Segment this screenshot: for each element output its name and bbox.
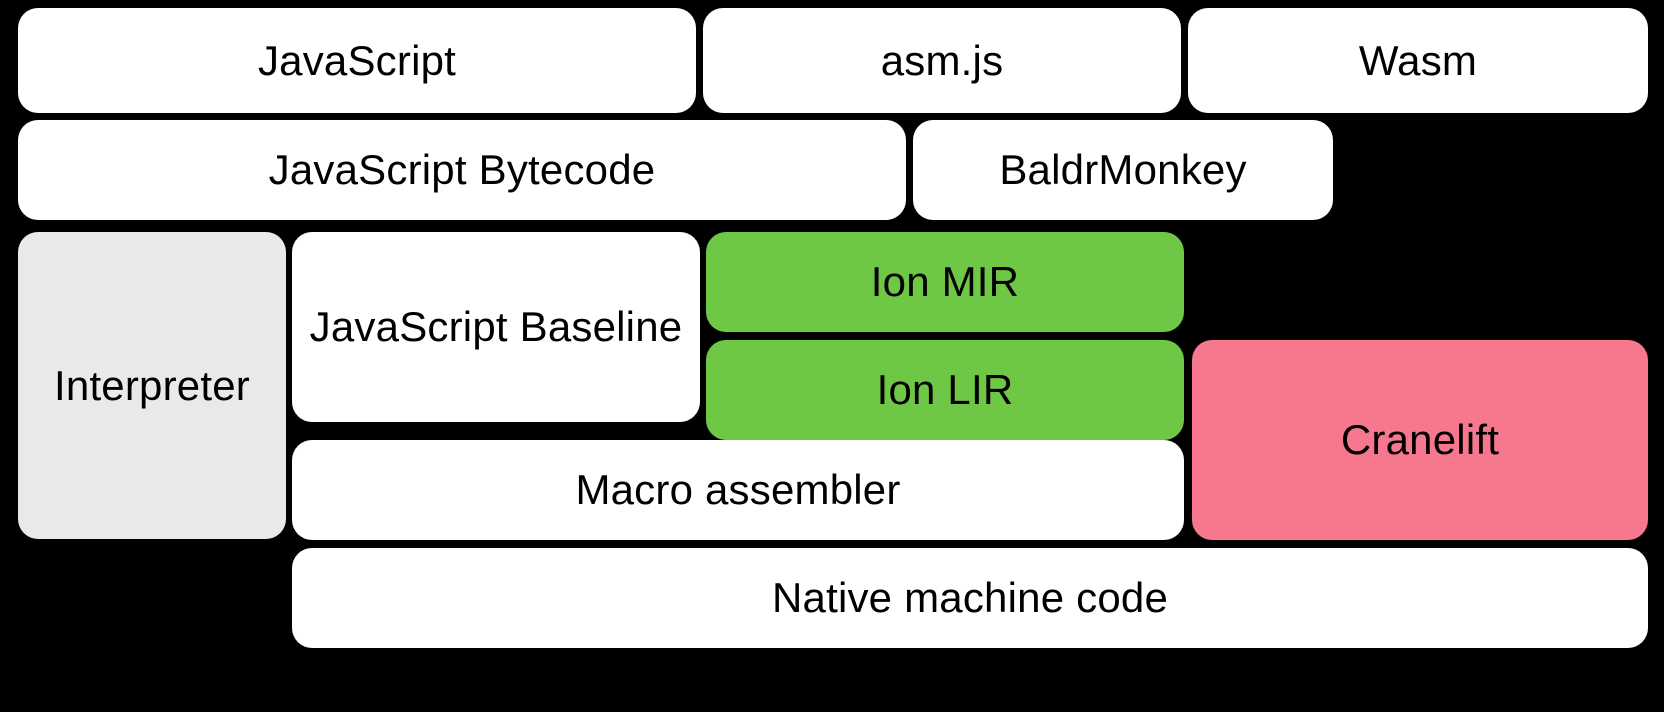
node-cranelift[interactable]: Cranelift	[1192, 340, 1648, 540]
node-javascript[interactable]: JavaScript	[18, 8, 696, 113]
node-macro-assembler[interactable]: Macro assembler	[292, 440, 1184, 540]
node-native-machine-code[interactable]: Native machine code	[292, 548, 1648, 648]
node-interpreter[interactable]: Interpreter	[18, 232, 286, 539]
node-baldrmonkey[interactable]: BaldrMonkey	[913, 120, 1333, 220]
node-wasm[interactable]: Wasm	[1188, 8, 1648, 113]
node-ion-lir[interactable]: Ion LIR	[706, 340, 1184, 440]
node-asm-js[interactable]: asm.js	[703, 8, 1181, 113]
node-ion-mir[interactable]: Ion MIR	[706, 232, 1184, 332]
node-javascript-bytecode[interactable]: JavaScript Bytecode	[18, 120, 906, 220]
node-javascript-baseline[interactable]: JavaScript Baseline	[292, 232, 700, 422]
